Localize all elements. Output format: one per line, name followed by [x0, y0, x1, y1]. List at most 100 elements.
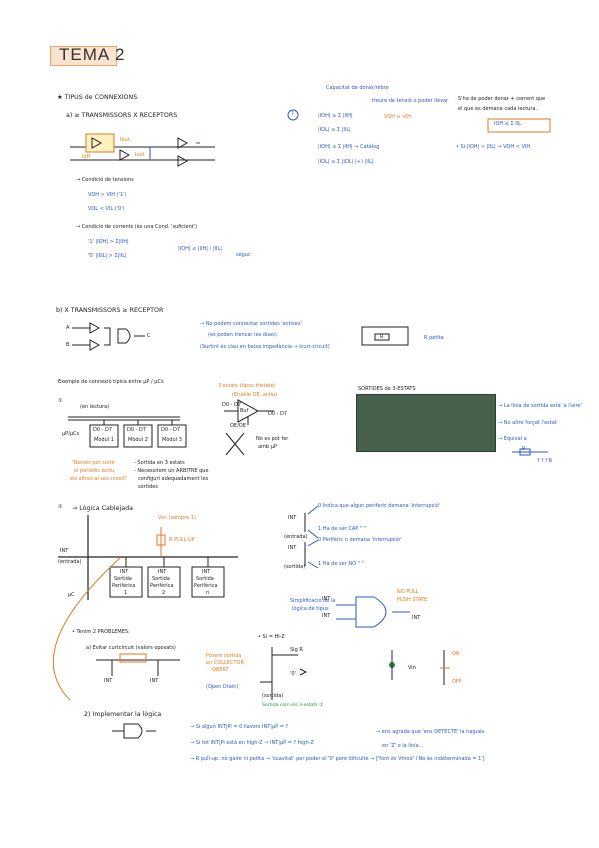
bus-marker-1: ①	[58, 398, 63, 404]
right-note-3: • Si |IOH| < |IIL| → VOH < VIH	[456, 144, 531, 150]
note-b-3: (Surtint és clau en baixa impedància → I…	[200, 344, 330, 350]
cross-note-1: No es pot fer	[256, 436, 289, 442]
threestate-note: Sortida com els 3-estats ②	[262, 703, 324, 708]
tristate-din: D0 - D7	[222, 402, 242, 408]
final-line-2b: en 'Z' o la línia...	[382, 743, 424, 749]
and-in-a: INT	[322, 596, 331, 602]
per3-out: Sortida	[196, 576, 214, 582]
bus-mod2: Mòdul 2	[128, 437, 148, 443]
per2-out: Sortida	[152, 576, 170, 582]
int-down-exit: (sortida)	[284, 564, 306, 570]
right-note-2: el que es demana cada lectura.	[458, 106, 538, 112]
vcc-label: Vcc (sempre 1)	[158, 515, 196, 521]
vol-rule: VOL < VIL ('0')	[88, 206, 125, 212]
bus-heading: Exemple de connexió típica entre μP / μC…	[58, 379, 164, 385]
bus-mod1: Mòdul 1	[94, 437, 114, 443]
tristate-buffer-label: Buf	[240, 408, 249, 414]
section-heading-connexions: ★ TIPUS de CONNEXIONS	[57, 94, 138, 101]
label-r: R	[380, 334, 384, 340]
and-note-2: lògica de tipus	[292, 606, 329, 612]
tristate-dout: D0 - D7	[268, 411, 288, 417]
photo-note-1: → La línia de sortida està 'a l'aire'	[498, 403, 582, 409]
note-b-2: (es poden trencar les dues).	[208, 332, 279, 338]
per1-num: 1	[124, 590, 128, 596]
cross-note-2: amb μP	[258, 444, 277, 450]
voh-rule: VOH > VIH ('1')	[88, 192, 127, 198]
and-note-1: Simplificació de la	[290, 598, 336, 604]
note-b-1: → No podem connectar sortides 'actives'	[200, 321, 302, 327]
vin-label: Vin	[408, 665, 416, 671]
current-rule-safe: segur.	[236, 252, 252, 258]
sortida-label: (sortida)	[262, 693, 284, 699]
photo-note-2: → No altre forçat l'estat	[498, 420, 557, 426]
final-line-1b: → ens agrada que 'ens DETECTE' la hagués	[376, 729, 485, 735]
tristate-oe: OE/OE	[230, 423, 246, 429]
final-line-3: → R pull-up: no gaire ni petita → 'suavi…	[190, 756, 485, 762]
per2-int: INT	[158, 569, 167, 575]
current-rule-0: '0' |IOL| > Σ|IIL|	[88, 253, 127, 259]
sig-r-label: Sig R	[290, 647, 303, 653]
note-treure: treure de tensió o poder llevar	[372, 98, 449, 104]
photo-r: R	[522, 446, 526, 452]
problem-a: a) Evitar curtcircuit (valors oposats)	[86, 645, 176, 651]
bus-d1: D0 - D7	[93, 427, 113, 433]
right-note-1: S'ha de poder donar + corrent que	[458, 96, 546, 102]
pullup-label: R PULL-UP	[169, 537, 195, 543]
bus-note-o3: els altres al seu nivell!'	[70, 476, 128, 482]
per3-int: INT	[202, 569, 211, 575]
mc-label: μC	[68, 592, 75, 598]
int-label: INT	[60, 548, 69, 554]
per1-out: Sortida	[114, 576, 132, 582]
on-label: ON	[452, 651, 460, 657]
int-up-label: INT	[288, 515, 297, 521]
label-r-small: R petita	[424, 335, 444, 341]
prob-int-1: INT	[104, 678, 113, 684]
int-entry-label: (entrada)	[58, 559, 82, 565]
bus-mod3: Mòdul 3	[162, 437, 182, 443]
bus-note-k2: - Necessitem un ARBITRE que	[134, 468, 209, 474]
bus-note-k3: configuri adequadament les	[138, 476, 209, 482]
blackboard-photo	[356, 394, 496, 452]
logic-rule-b1: 0 Perifèric n demana 'interrupció'	[318, 537, 402, 543]
photo-note-3: → Equival a	[498, 436, 527, 442]
bus-note-o1: 'Només pot sortir	[72, 460, 116, 466]
boxed-inequality: IOH ≤ Σ IIL	[494, 121, 522, 127]
off-label: OFF	[452, 679, 462, 685]
prob-int-2: INT	[150, 678, 159, 684]
per2-name: Perifèrica	[150, 583, 174, 589]
label-iout: Iout	[120, 137, 130, 143]
logic-rule-a2: 1 Ha de ser CAP " "	[318, 526, 367, 532]
label-ioh: IoH	[82, 154, 91, 160]
ineq-1b: VOH ≥ VIH	[384, 114, 412, 120]
per2-num: 2	[162, 590, 166, 596]
current-rule-1: '1' |IOH| > Σ|IIH|	[88, 239, 129, 245]
and-out: INT	[412, 615, 421, 621]
problems-heading: • Tenim 2 PROBLEMES:	[72, 629, 130, 635]
current-condition: → Condició de corrents (és una Cond. 'su…	[76, 224, 198, 230]
per1-int: INT	[120, 569, 129, 575]
per3-name: Perifèrica	[194, 583, 218, 589]
subsection-b-heading: b) X TRANSMISSORS ≥ RECEPTOR	[56, 307, 164, 314]
tristate-note-2: (Enable OE, actiu)	[232, 392, 278, 398]
final-line-1: → Si algun INT|Pi = 0 llavors INT|μP = ?	[190, 724, 289, 730]
per1-name: Perifèrica	[112, 583, 136, 589]
hiz-note: • Si = Hi-Z	[258, 634, 285, 640]
bus-d3: D0 - D7	[161, 427, 181, 433]
bus-note-k1: - Sortida en 3 estats	[134, 460, 185, 466]
int-up-entry: (entrada)	[284, 534, 308, 540]
opencol-2: en COLLECTOR	[206, 660, 244, 666]
label-b: B	[66, 342, 70, 348]
note-capacity: Capacitat de donar/rebre	[326, 85, 389, 91]
and-in-b: INT	[322, 613, 331, 619]
voltage-condition: → Condició de tensions	[76, 177, 134, 183]
final-line-2: → Si tot INT|Pi està en high-Z → INT|μP …	[190, 740, 314, 746]
label-a: A	[66, 325, 70, 331]
push-state-label: PUSH STATE	[397, 597, 428, 603]
opencol-1: Posem sortida	[206, 653, 242, 659]
subsection-a-heading: a) ≥ TRANSMISSORS X RECEPTORS	[66, 112, 178, 119]
zero-label: '0'	[290, 671, 296, 677]
bus-note-o2: el periòdic actiu,	[74, 468, 116, 474]
int-down-label: INT	[288, 545, 297, 551]
no-pull-label: NO PULL	[397, 589, 419, 595]
